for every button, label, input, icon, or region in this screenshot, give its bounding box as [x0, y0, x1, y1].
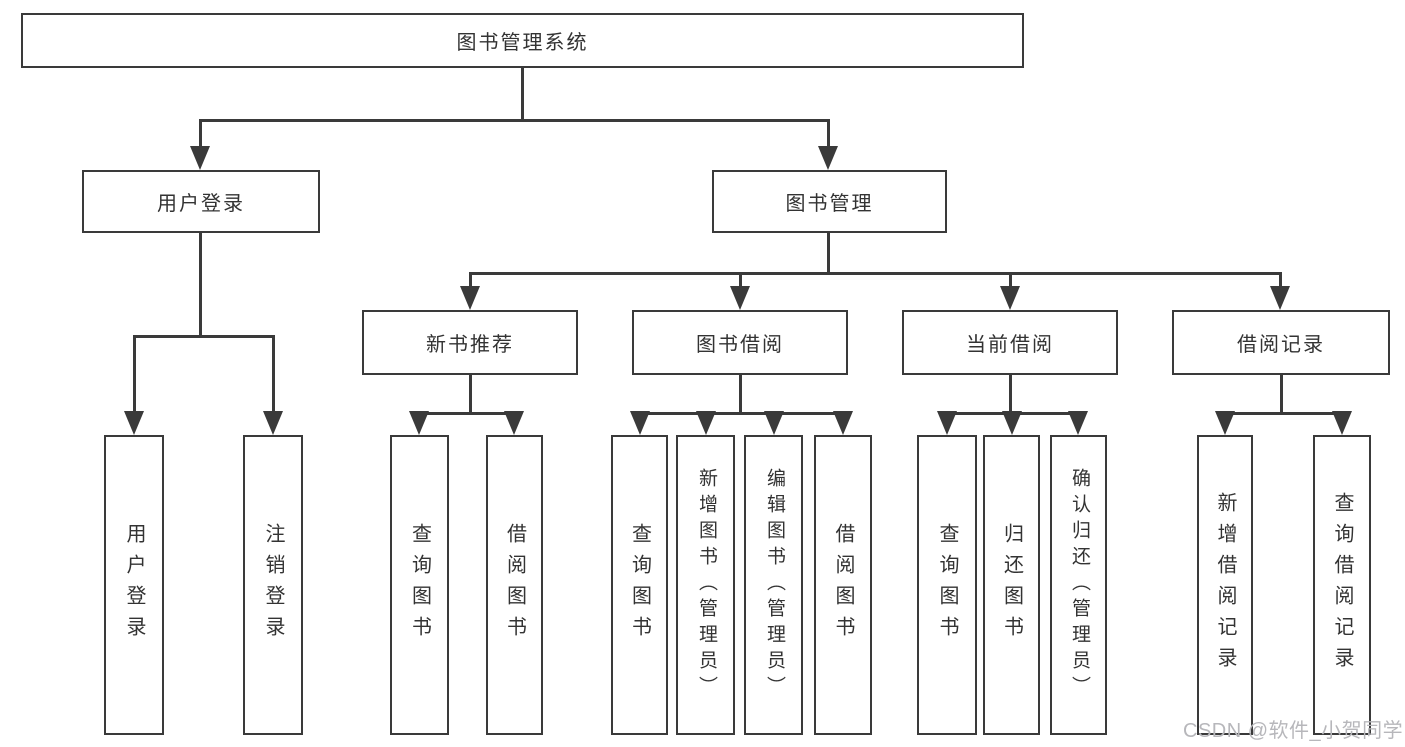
leaf-query-books-current: 查询图书 [917, 435, 977, 735]
leaf-return-book: 归还图书 [983, 435, 1040, 735]
node-label: 当前借阅 [966, 334, 1054, 356]
connector-line [1280, 375, 1283, 414]
node-library-management-system: 图书管理系统 [21, 13, 1024, 68]
connector-line [469, 272, 472, 288]
arrowhead-icon [937, 411, 957, 435]
connector-line [827, 119, 830, 149]
arrowhead-icon [1332, 411, 1352, 435]
connector-line [133, 335, 136, 413]
node-label: 图书管理系统 [456, 32, 589, 54]
leaf-borrow-books-recommend: 借阅图书 [486, 435, 543, 735]
connector-line [1225, 412, 1342, 415]
node-label: 确认归还（管理员） [1068, 468, 1090, 702]
connector-line [640, 412, 843, 415]
connector-line [739, 374, 742, 414]
arrowhead-icon [630, 411, 650, 435]
leaf-confirm-return-admin: 确认归还（管理员） [1050, 435, 1107, 735]
arrowhead-icon [1215, 411, 1235, 435]
connector-line [272, 335, 275, 413]
connector-line [827, 232, 830, 274]
arrowhead-icon [124, 411, 144, 435]
arrowhead-icon [460, 286, 480, 310]
node-user-login: 用户登录 [82, 170, 320, 233]
node-label: 查询图书 [408, 523, 431, 647]
arrowhead-icon [1270, 286, 1290, 310]
node-label: 借阅图书 [503, 523, 526, 647]
node-new-book-recommend: 新书推荐 [362, 310, 578, 375]
arrowhead-icon [1068, 411, 1088, 435]
arrowhead-icon [730, 286, 750, 310]
connector-line [134, 335, 274, 338]
node-label: 借阅记录 [1237, 334, 1325, 356]
node-label: 编辑图书（管理员） [763, 468, 785, 702]
leaf-user-login: 用户登录 [104, 435, 164, 735]
node-label: 用户登录 [123, 523, 145, 647]
node-label: 查询图书 [936, 523, 958, 647]
arrowhead-icon [1002, 411, 1022, 435]
leaf-logout: 注销登录 [243, 435, 303, 735]
leaf-query-books-borrow: 查询图书 [611, 435, 668, 735]
node-label: 用户登录 [157, 193, 245, 215]
arrowhead-icon [833, 411, 853, 435]
connector-line [1279, 272, 1282, 288]
connector-line [470, 272, 1281, 275]
node-label: 新增借阅记录 [1214, 492, 1236, 678]
csdn-watermark: CSDN @软件_小贺同学 [1183, 720, 1404, 742]
node-label: 借阅图书 [832, 523, 854, 647]
node-label: 新书推荐 [426, 334, 514, 356]
arrowhead-icon [696, 411, 716, 435]
connector-line [199, 119, 202, 149]
node-label: 归还图书 [1000, 523, 1023, 647]
leaf-query-borrow-record: 查询借阅记录 [1313, 435, 1371, 735]
leaf-borrow-books: 借阅图书 [814, 435, 872, 735]
connector-line [419, 412, 515, 415]
node-label: 注销登录 [262, 523, 284, 647]
node-label: 查询图书 [628, 523, 651, 647]
leaf-query-books-recommend: 查询图书 [390, 435, 449, 735]
node-label: 图书管理 [785, 193, 874, 215]
node-label: 图书借阅 [696, 334, 784, 356]
connector-line [521, 68, 524, 122]
arrowhead-icon [190, 146, 210, 170]
connector-line [469, 374, 472, 414]
leaf-add-borrow-record: 新增借阅记录 [1197, 435, 1253, 735]
arrowhead-icon [263, 411, 283, 435]
arrowhead-icon [409, 411, 429, 435]
arrowhead-icon [818, 146, 838, 170]
arrowhead-icon [1000, 286, 1020, 310]
connector-line [199, 232, 202, 337]
connector-line [739, 272, 742, 288]
node-label: 查询借阅记录 [1331, 492, 1353, 678]
arrowhead-icon [764, 411, 784, 435]
node-borrowing-records: 借阅记录 [1172, 310, 1390, 375]
node-book-borrowing: 图书借阅 [632, 310, 848, 375]
connector-line [200, 119, 830, 122]
connector-line [1009, 272, 1012, 288]
leaf-edit-book-admin: 编辑图书（管理员） [744, 435, 803, 735]
node-label: 新增图书（管理员） [695, 468, 717, 702]
leaf-add-book-admin: 新增图书（管理员） [676, 435, 735, 735]
arrowhead-icon [504, 411, 524, 435]
node-current-borrowing: 当前借阅 [902, 310, 1118, 375]
node-book-management: 图书管理 [712, 170, 947, 233]
connector-line [1009, 374, 1012, 414]
